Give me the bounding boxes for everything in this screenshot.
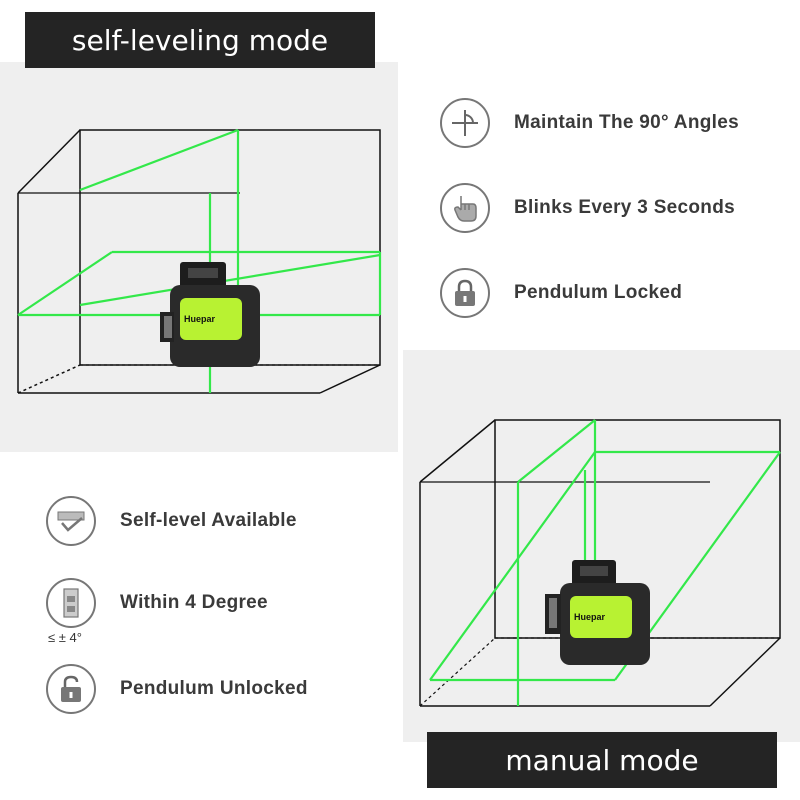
angle-90-icon — [440, 98, 490, 148]
device-brand-label: Huepar — [574, 612, 606, 622]
laser-level-device — [545, 560, 650, 665]
self-leveling-banner: self-leveling mode — [25, 12, 375, 68]
feature-pendulum-locked: Pendulum Locked — [440, 268, 682, 318]
laser-level-device — [160, 262, 260, 367]
device-brand-label: Huepar — [184, 314, 216, 324]
feature-blinks-every-3-seconds: Blinks Every 3 Seconds — [440, 183, 735, 233]
feature-label: Maintain The 90° Angles — [514, 112, 739, 133]
tilt-degree-icon — [46, 578, 96, 628]
padlock-unlocked-icon — [46, 664, 96, 714]
hand-pointer-icon — [440, 183, 490, 233]
self-level-icon — [46, 496, 96, 546]
banner-title: self-leveling mode — [71, 23, 329, 57]
padlock-locked-icon — [440, 268, 490, 318]
feature-label: Blinks Every 3 Seconds — [514, 197, 735, 218]
feature-pendulum-unlocked: Pendulum Unlocked — [46, 664, 308, 714]
banner-title: manual mode — [505, 743, 699, 777]
manual-mode-banner: manual mode — [427, 732, 777, 788]
feature-label: Self-level Available — [120, 510, 297, 531]
feature-label: Pendulum Unlocked — [120, 678, 308, 699]
feature-label: Pendulum Locked — [514, 282, 683, 303]
manual-mode-room-illustration: Huepar — [419, 419, 781, 707]
feature-self-level-available: Self-level Available — [46, 496, 297, 546]
manual-mode-panel — [403, 350, 800, 742]
tilt-tolerance-note: ≤ ± 4° — [48, 630, 82, 645]
feature-maintain-90-angles: Maintain The 90° Angles — [440, 98, 739, 148]
feature-within-4-degree: Within 4 Degree — [46, 578, 268, 628]
self-leveling-room-illustration: Huepar — [17, 128, 382, 394]
feature-label: Within 4 Degree — [120, 592, 268, 613]
